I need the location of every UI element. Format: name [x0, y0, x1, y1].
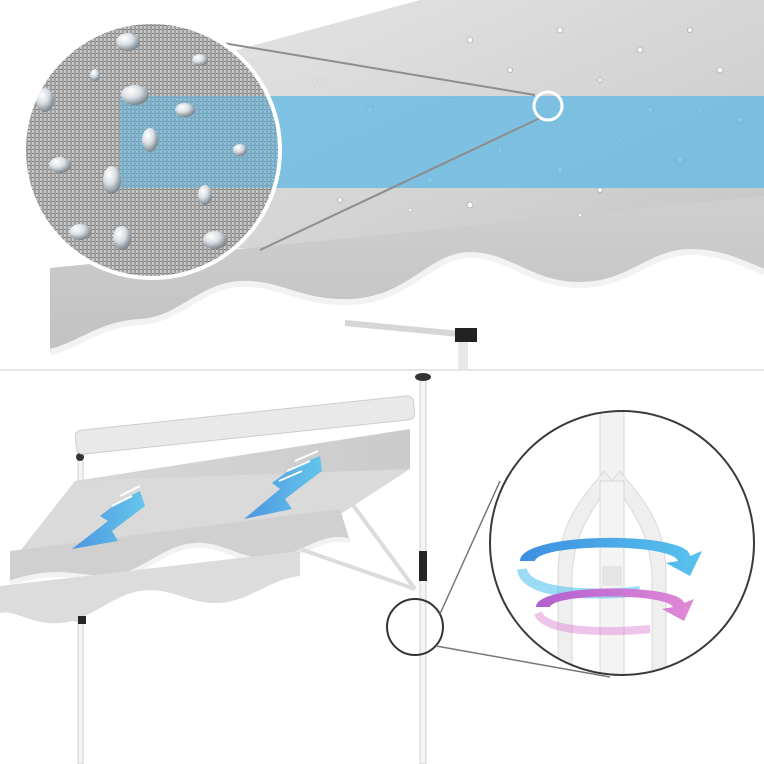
fabric-zoom: [24, 22, 280, 278]
support-arm-left: [39, 611, 81, 623]
magnifier-callout-icon: [386, 598, 444, 656]
adjustable-awning-illustration: [0, 373, 755, 764]
joint-zoom-border: [489, 410, 755, 676]
callout-line-lower: [259, 117, 541, 251]
left-pole-cap: [76, 453, 84, 461]
support-arm: [344, 320, 471, 338]
rain-arrow-icon: [244, 450, 322, 519]
support-arm-lower: [299, 547, 416, 591]
pole-top: [458, 342, 468, 369]
magnifier-callout-icon: [532, 90, 564, 122]
sloped-fabric: [20, 469, 410, 551]
support-arm-upper: [348, 499, 417, 591]
waterproof-fabric-panel: [0, 0, 764, 369]
left-clamp: [78, 616, 86, 624]
adjustable-awning-panel: [0, 371, 764, 764]
zoom-circle-border: [22, 20, 282, 280]
lower-valance: [0, 551, 300, 624]
water-drop-icon: [36, 33, 247, 250]
panel-divider: [0, 369, 764, 371]
arm-clamp: [455, 328, 477, 342]
rotate-arrow-icon: [534, 588, 694, 636]
joint-zoom: [517, 411, 702, 675]
pole-clamp: [419, 551, 427, 581]
roller-tube: [74, 395, 416, 455]
waterproof-fabric-illustration: [22, 0, 764, 369]
scalloped-valance: [50, 196, 764, 352]
callout-line-upper: [204, 39, 536, 96]
joint-callout-line-lower: [435, 645, 611, 678]
right-pole-cap: [415, 373, 431, 381]
valance-edge: [49, 248, 764, 355]
rain-arrow-icon: [72, 485, 145, 549]
joint-callout-line-upper: [439, 480, 501, 615]
